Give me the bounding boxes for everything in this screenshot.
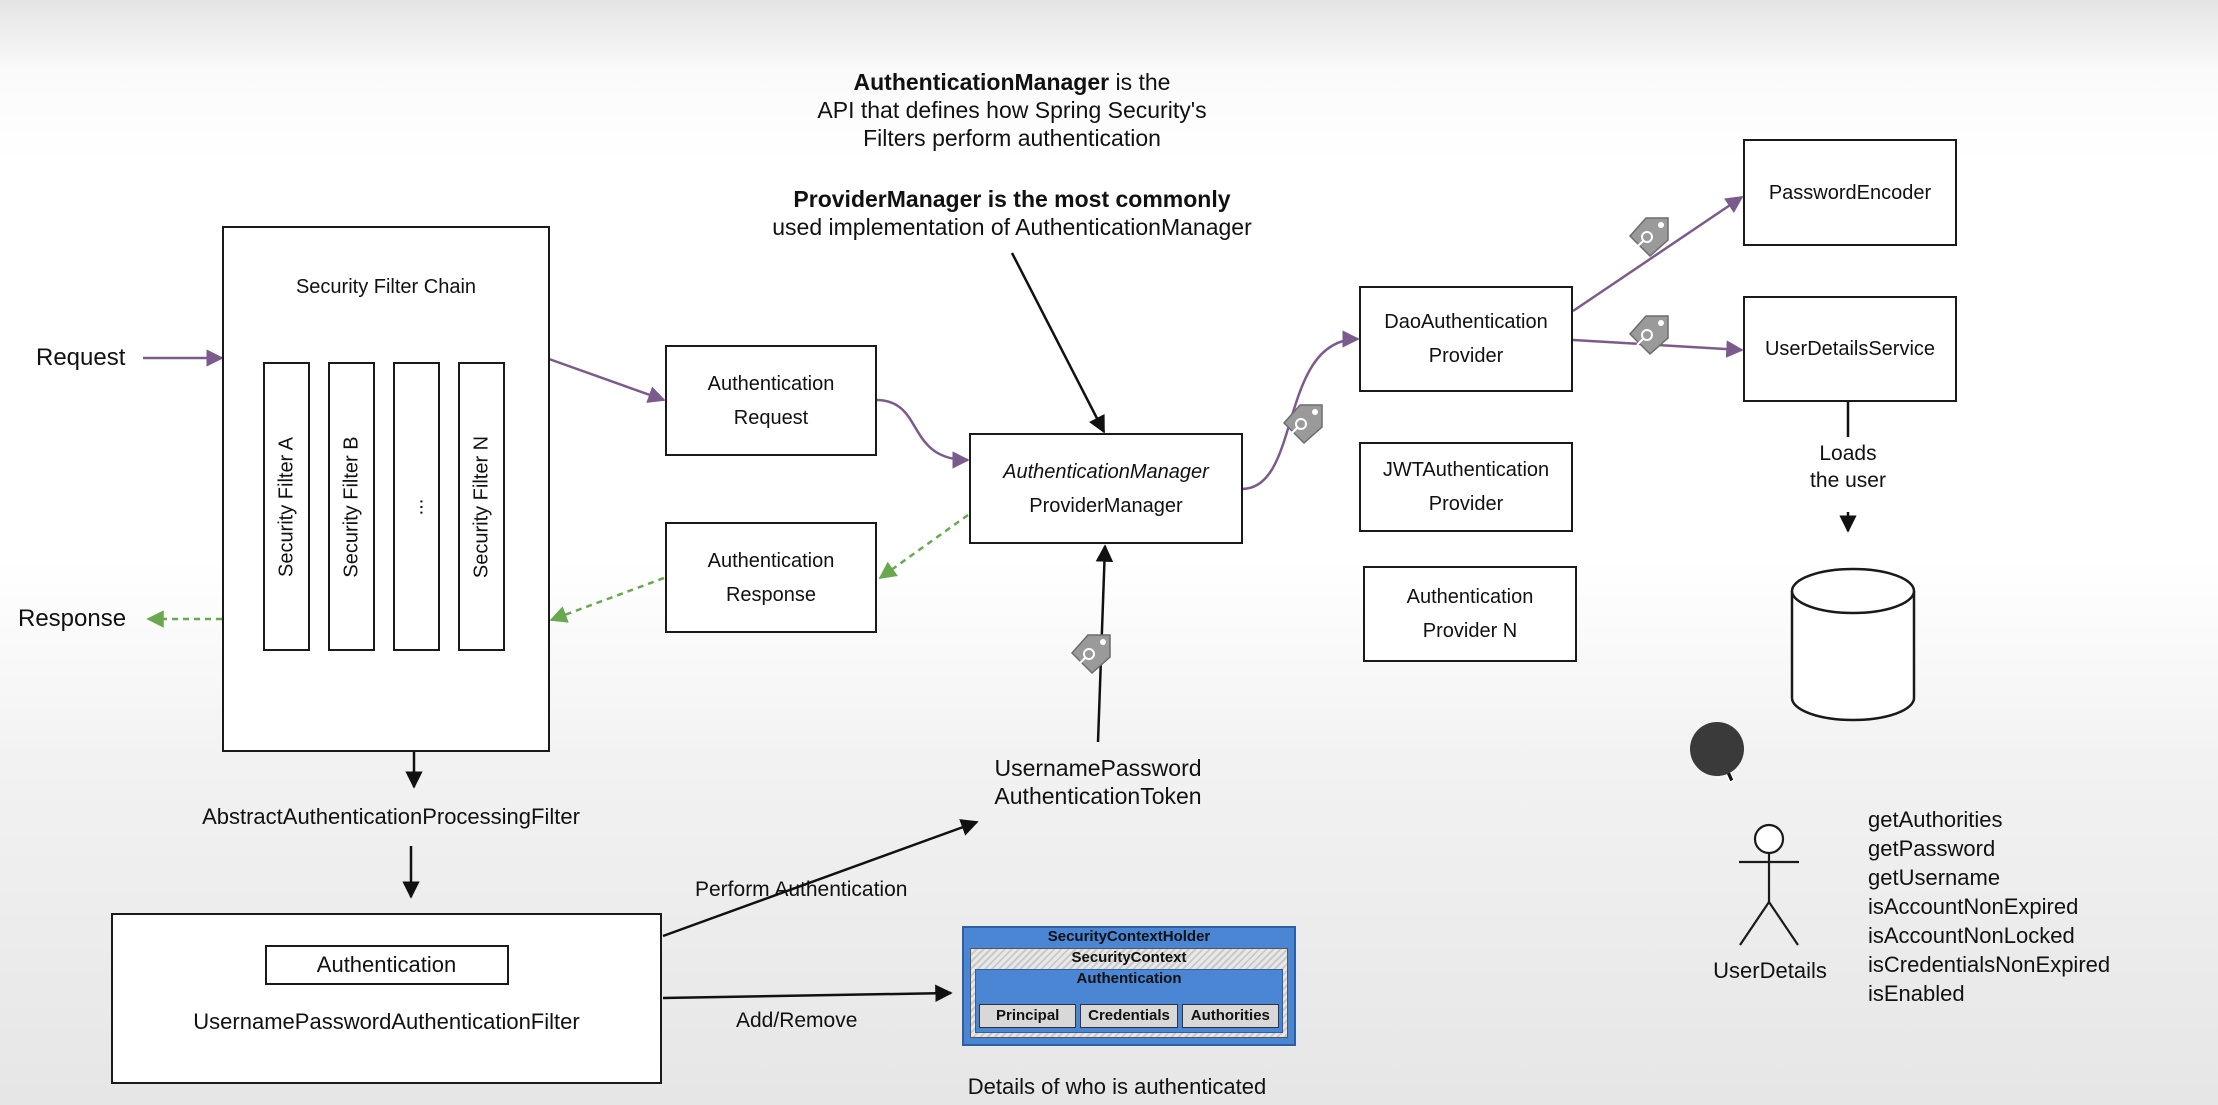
- security-context-holder-title: SecurityContextHolder: [1047, 928, 1211, 945]
- auth-request-to-manager-arrow: [875, 398, 970, 469]
- security-context-holder-box: SecurityContextHolder SecurityContext Au…: [962, 926, 1296, 1046]
- security-filter-n: Security Filter N: [458, 362, 505, 651]
- security-filter-ellipsis: ...: [393, 362, 440, 651]
- user-figure-icon: [1739, 823, 1799, 946]
- authorities-cell: Authorities: [1181, 1004, 1279, 1028]
- jwt-authentication-provider-box: JWTAuthentication Provider: [1359, 442, 1573, 532]
- perform-authentication-label: Perform Authentication: [695, 878, 908, 901]
- security-filter-b: Security Filter B: [328, 362, 375, 651]
- upaf-box: Authentication UsernamePasswordAuthentic…: [111, 913, 662, 1084]
- provider-manager-note: ProviderManager is the most commonly use…: [772, 186, 1252, 240]
- authentication-provider-n-box: Authentication Provider N: [1363, 566, 1577, 662]
- chain-to-auth-request-arrow: [548, 357, 666, 403]
- loads-the-user-label: Loads the user: [1810, 442, 1886, 492]
- manager-to-auth-response-arrow: [878, 513, 969, 580]
- details-caption: Details of who is authenticated: [967, 1074, 1267, 1099]
- method-item: getUsername: [1868, 865, 2001, 890]
- credentials-cell: Credentials: [1080, 1004, 1178, 1028]
- response-label: Response: [18, 605, 127, 632]
- method-item: getAuthorities: [1868, 807, 2003, 832]
- password-encoder-box: PasswordEncoder: [1743, 139, 1957, 246]
- key-tag-icon: [1070, 634, 1111, 675]
- dao-to-password-encoder-arrow: [1572, 195, 1744, 313]
- provider-manager-box: AuthenticationManager ProviderManager: [969, 433, 1243, 544]
- upaf-name: UsernamePasswordAuthenticationFilter: [193, 1009, 580, 1034]
- database-icon: [1790, 567, 1916, 722]
- auth-response-to-chain-arrow: [549, 576, 665, 623]
- request-label: Request: [36, 344, 126, 371]
- perform-authentication-arrow: [662, 819, 979, 938]
- method-item: getPassword: [1868, 836, 1996, 861]
- authentication-request-box: Authentication Request: [665, 345, 877, 456]
- key-tag-icon: [1628, 217, 1669, 258]
- key-tag-icon: [1282, 404, 1323, 445]
- token-label: UsernamePassword AuthenticationToken: [994, 755, 1202, 809]
- add-remove-label: Add/Remove: [736, 1009, 858, 1032]
- user-details-methods-list: getAuthorities getPassword getUsername i…: [1868, 805, 2110, 1008]
- principal-cell: Principal: [979, 1004, 1077, 1028]
- add-remove-arrow: [662, 984, 953, 1003]
- security-context-box: SecurityContext Authentication Principal…: [970, 948, 1288, 1038]
- dao-authentication-provider-box: DaoAuthentication Provider: [1359, 286, 1573, 392]
- cursor-highlight-icon: [1690, 722, 1744, 776]
- user-details-service-box: UserDetailsService: [1743, 296, 1957, 402]
- abstract-filter-label: AbstractAuthenticationProcessingFilter: [202, 804, 580, 829]
- security-filter-chain-title: Security Filter Chain: [295, 276, 477, 298]
- note-to-manager-arrow: [1010, 252, 1106, 434]
- method-item: isEnabled: [1868, 981, 1965, 1006]
- user-details-label: UserDetails: [1713, 958, 1827, 983]
- method-item: isCredentialsNonExpired: [1868, 952, 2111, 977]
- authentication-manager-note: AuthenticationManager is the API that de…: [817, 69, 1207, 151]
- method-item: isAccountNonExpired: [1868, 894, 2079, 919]
- sch-authentication-box: Authentication Principal Credentials Aut…: [975, 969, 1283, 1033]
- security-filter-a: Security Filter A: [263, 362, 310, 651]
- security-context-title: SecurityContext: [1071, 949, 1187, 966]
- sch-authentication-title: Authentication: [1076, 970, 1182, 987]
- upaf-authentication-box: Authentication: [264, 945, 509, 985]
- key-tag-icon: [1628, 315, 1669, 356]
- authentication-response-box: Authentication Response: [665, 522, 877, 633]
- method-item: isAccountNonLocked: [1868, 923, 2075, 948]
